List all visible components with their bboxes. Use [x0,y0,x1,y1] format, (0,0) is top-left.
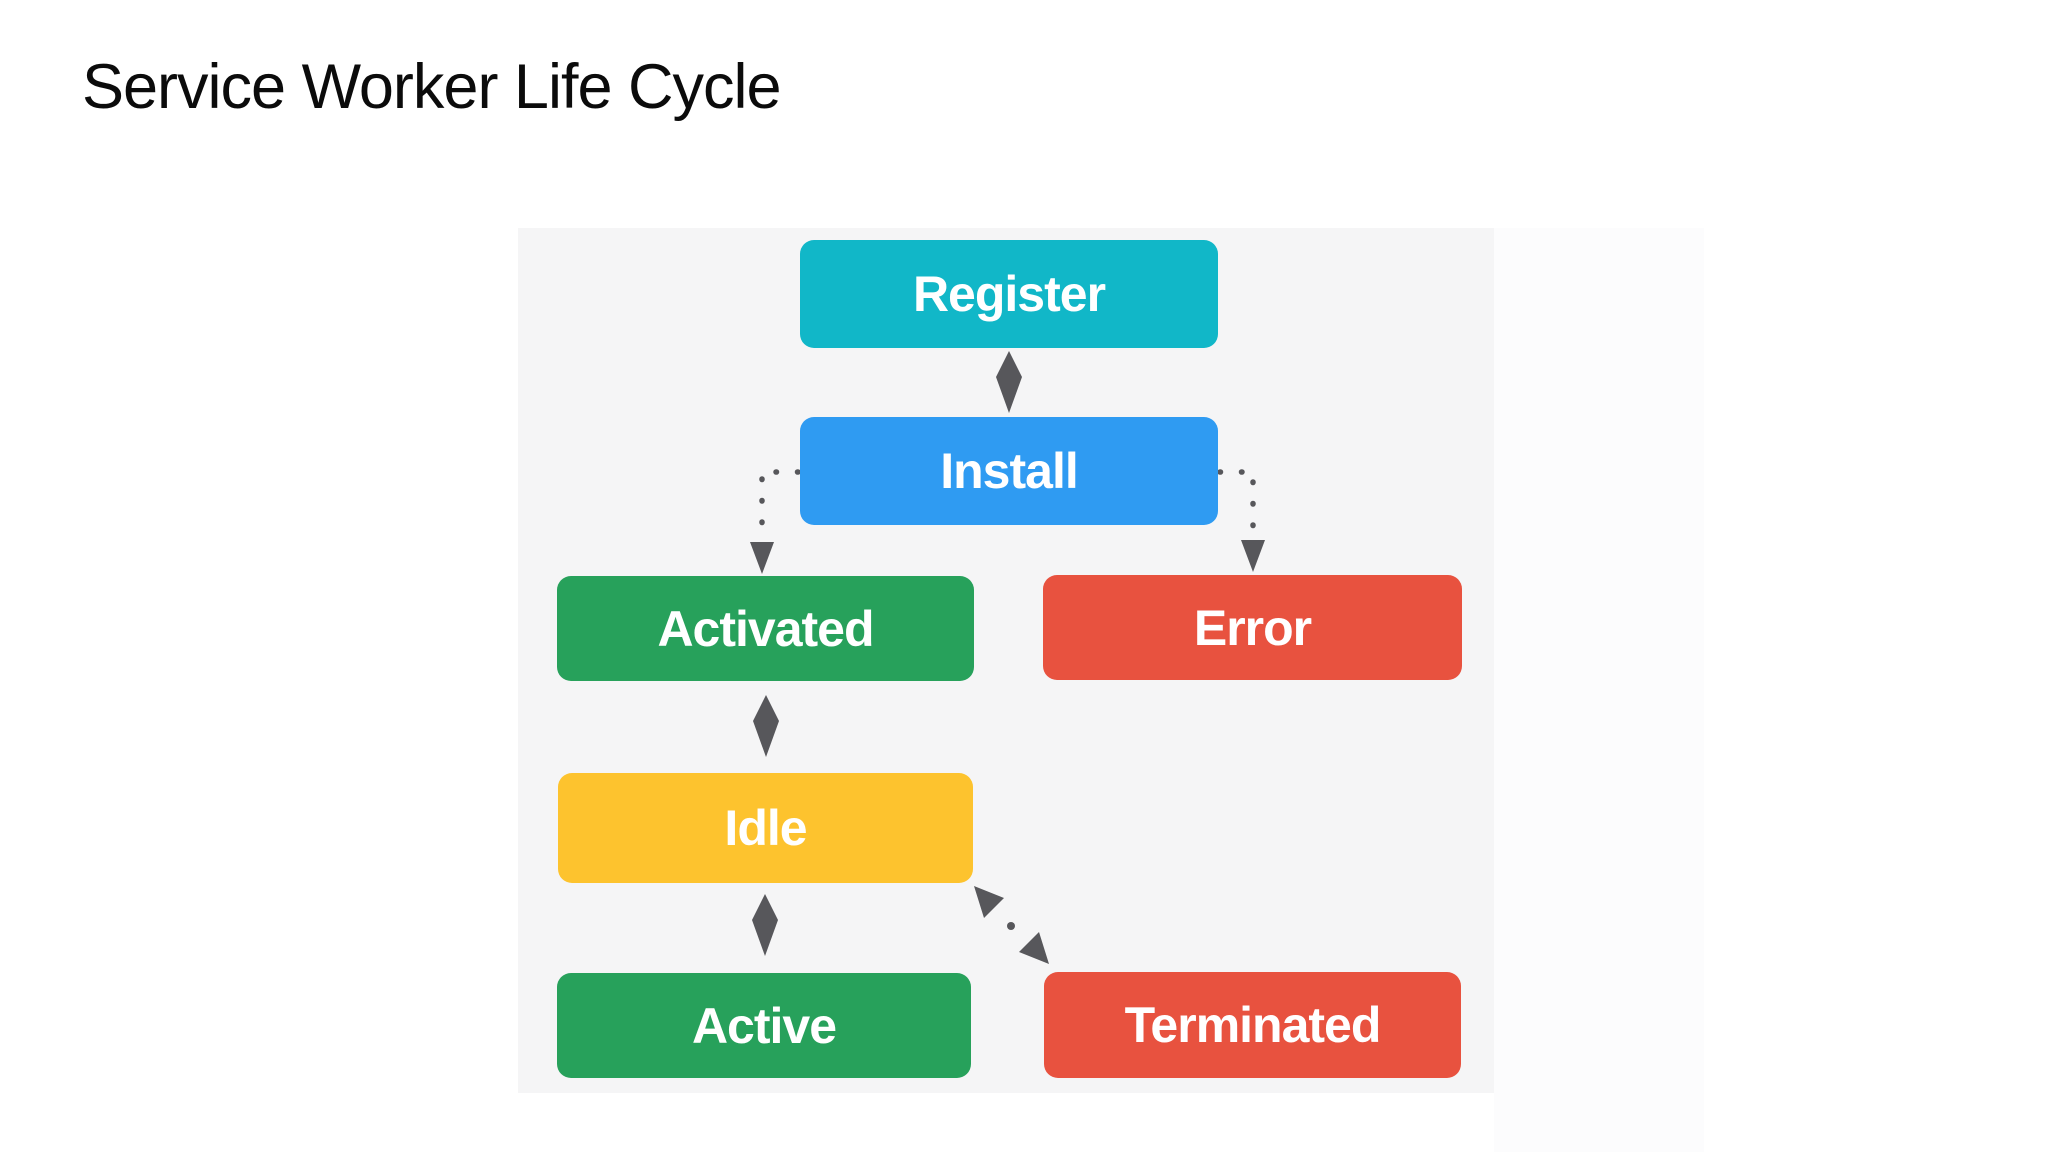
flow-node-error: Error [1043,575,1462,680]
flow-node-active-label: Active [691,997,837,1054]
flow-node-error-label: Error [1193,599,1312,656]
flow-node-terminated-label: Terminated [1124,997,1382,1053]
flow-node-terminated: Terminated [1044,972,1461,1078]
page-title: Service Worker Life Cycle [82,52,782,122]
flow-node-activated-label: Activated [657,600,874,657]
flow-node-register-label: Register [912,266,1106,322]
flow-node-install: Install [800,417,1218,525]
flow-node-register: Register [800,240,1218,348]
flow-node-activated: Activated [557,576,974,681]
flow-node-active: Active [557,973,971,1078]
diagram-right-shade [1494,228,1704,1152]
flow-node-install-label: Install [940,443,1078,499]
flow-node-idle: Idle [558,773,973,883]
flow-node-idle-label: Idle [724,800,807,856]
